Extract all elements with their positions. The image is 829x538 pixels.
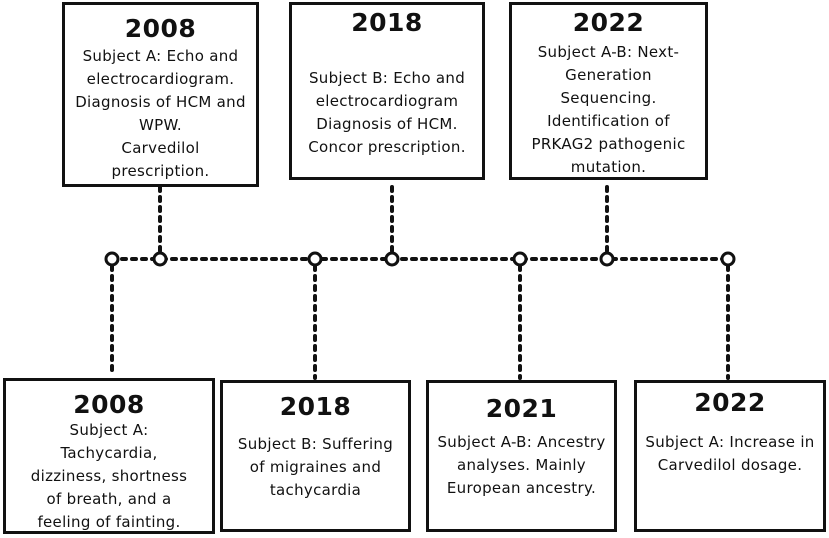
timeline-node xyxy=(152,251,168,267)
event-year: 2018 xyxy=(351,8,423,37)
event-year: 2008 xyxy=(124,14,197,43)
timeline-node xyxy=(384,251,400,267)
event-description: Subject A: Tachycardia, dizziness, short… xyxy=(30,421,188,531)
event-box-top-2008: 2008 Subject A: Echo and electrocardiogr… xyxy=(62,2,259,187)
timeline-node xyxy=(599,251,615,267)
event-box-bottom-2008: 2008 Subject A: Tachycardia, dizziness, … xyxy=(3,378,215,534)
event-year: 2022 xyxy=(572,8,645,37)
event-description: Subject B: Suffering of migraines and ta… xyxy=(237,435,394,499)
event-box-bottom-2018: 2018 Subject B: Suffering of migraines a… xyxy=(220,380,411,532)
event-box-top-2022: 2022 Subject A-B: Next- Generation Seque… xyxy=(509,2,708,180)
event-year: 2018 xyxy=(279,392,352,421)
timeline-node xyxy=(720,251,736,267)
event-year: 2021 xyxy=(485,394,558,423)
event-year: 2008 xyxy=(73,390,145,419)
event-year: 2022 xyxy=(694,388,766,417)
event-box-bottom-2022: 2022 Subject A: Increase in Carvedilol d… xyxy=(634,380,826,532)
event-box-top-2018: 2018 Subject B: Echo and electrocardiogr… xyxy=(289,2,485,180)
timeline-node xyxy=(104,251,120,267)
timeline-node xyxy=(307,251,323,267)
event-description: Subject B: Echo and electrocardiogram Di… xyxy=(308,69,466,156)
event-description: Subject A: Echo and electrocardiogram. D… xyxy=(75,47,246,180)
event-description: Subject A: Increase in Carvedilol dosage… xyxy=(645,433,815,474)
event-description: Subject A-B: Next- Generation Sequencing… xyxy=(531,43,686,176)
timeline-node xyxy=(512,251,528,267)
event-box-bottom-2021: 2021 Subject A-B: Ancestry analyses. Mai… xyxy=(426,380,617,532)
event-description: Subject A-B: Ancestry analyses. Mainly E… xyxy=(437,433,606,497)
